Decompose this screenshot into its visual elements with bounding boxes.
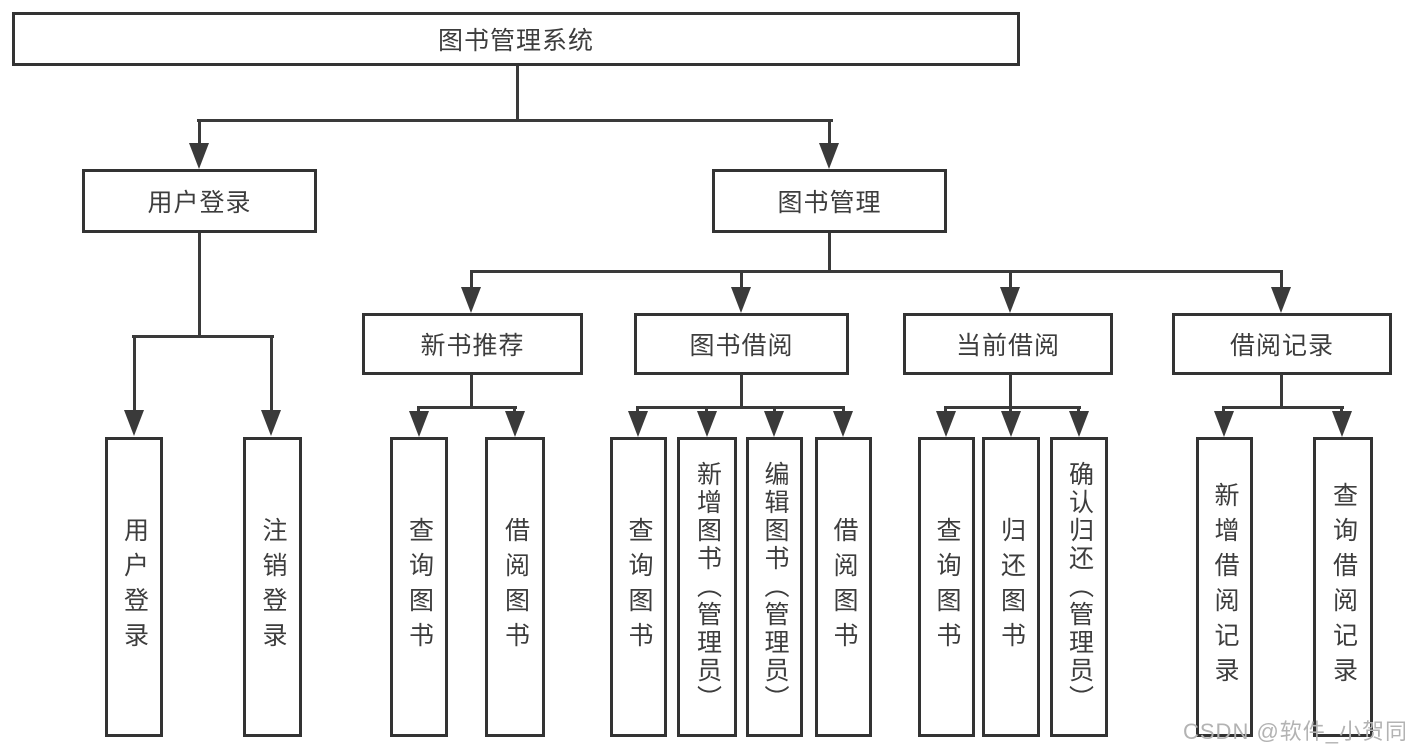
node-current-borrowing: 当前借阅 [903, 313, 1113, 375]
connector-line [1009, 406, 1012, 414]
arrow-down-icon [1332, 411, 1352, 437]
node-borrowing-records: 借阅记录 [1172, 313, 1392, 375]
leaf-label: 用户登录 [120, 517, 149, 657]
leaf-label: 新增图书（管理员） [693, 461, 722, 713]
leaf-edit-books-admin: 编辑图书（管理员） [746, 437, 803, 737]
leaf-label: 查询图书 [625, 517, 653, 657]
arrow-down-icon [936, 411, 956, 437]
connector-line [1222, 406, 1344, 409]
watermark: CSDN @软件_小贺同学 [1183, 719, 1405, 744]
leaf-label: 查询借阅记录 [1329, 482, 1358, 692]
connector-line [1280, 270, 1283, 290]
connector-line [705, 406, 708, 414]
arrow-down-icon [1214, 411, 1234, 437]
arrow-down-icon [1069, 411, 1089, 437]
connector-line [417, 406, 420, 414]
arrow-down-icon [409, 411, 429, 437]
node-library-management-system: 图书管理系统 [12, 12, 1020, 66]
leaf-label: 新增借阅记录 [1211, 482, 1239, 692]
leaf-label: 归还图书 [997, 517, 1026, 657]
connector-line [1222, 406, 1225, 414]
leaf-confirm-return-admin: 确认归还（管理员） [1050, 437, 1108, 737]
connector-line [944, 406, 947, 414]
leaf-label: 注销登录 [259, 517, 287, 657]
connector-line [198, 119, 201, 146]
connector-line [828, 233, 831, 273]
arrow-down-icon [1271, 287, 1291, 313]
leaf-label: 查询图书 [405, 517, 434, 657]
leaf-label: 借阅图书 [830, 517, 858, 657]
leaf-add-borrowing-record: 新增借阅记录 [1196, 437, 1253, 737]
connector-line [842, 406, 845, 414]
node-user-login: 用户登录 [82, 169, 317, 233]
connector-line [828, 119, 831, 146]
node-book-borrowing: 图书借阅 [634, 313, 849, 375]
leaf-return-books: 归还图书 [982, 437, 1040, 737]
leaf-borrow-books-2: 借阅图书 [815, 437, 872, 737]
connector-line [417, 406, 517, 409]
arrow-down-icon [764, 411, 784, 437]
connector-line [133, 335, 136, 413]
connector-line [1009, 374, 1012, 409]
arrow-down-icon [124, 410, 144, 436]
leaf-query-books-3: 查询图书 [918, 437, 975, 737]
connector-line [516, 66, 519, 120]
leaf-add-books-admin: 新增图书（管理员） [677, 437, 737, 737]
connector-line [1077, 406, 1080, 414]
connector-line [636, 406, 639, 414]
connector-line [197, 119, 833, 122]
arrow-down-icon [697, 411, 717, 437]
connector-line [1009, 270, 1012, 290]
connector-line [470, 270, 1283, 273]
arrow-down-icon [628, 411, 648, 437]
leaf-label: 编辑图书（管理员） [761, 461, 789, 713]
arrow-down-icon [833, 411, 853, 437]
leaf-label: 查询图书 [933, 517, 961, 657]
arrow-down-icon [1001, 411, 1021, 437]
arrow-down-icon [505, 411, 525, 437]
connector-line [773, 406, 776, 414]
connector-line [740, 270, 743, 290]
connector-line [470, 270, 473, 290]
node-new-book-recommendation: 新书推荐 [362, 313, 583, 375]
arrow-down-icon [1000, 287, 1020, 313]
arrow-down-icon [261, 410, 281, 436]
leaf-user-login: 用户登录 [105, 437, 163, 737]
connector-line [740, 374, 743, 409]
leaf-label: 确认归还（管理员） [1065, 461, 1094, 713]
arrow-down-icon [731, 287, 751, 313]
leaf-borrow-books-1: 借阅图书 [485, 437, 545, 737]
connector-line [636, 406, 845, 409]
leaf-label: 借阅图书 [501, 517, 530, 657]
connector-line [944, 406, 1081, 409]
arrow-down-icon [461, 287, 481, 313]
connector-line [132, 335, 274, 338]
leaf-query-books-1: 查询图书 [390, 437, 448, 737]
leaf-query-borrowing-record: 查询借阅记录 [1313, 437, 1373, 737]
leaf-query-books-2: 查询图书 [610, 437, 667, 737]
connector-line [270, 335, 273, 413]
connector-line [513, 406, 516, 414]
leaf-logout: 注销登录 [243, 437, 302, 737]
node-book-management: 图书管理 [712, 169, 947, 233]
connector-line [1280, 374, 1283, 409]
arrow-down-icon [189, 143, 209, 169]
connector-line [470, 374, 473, 409]
connector-line [1340, 406, 1343, 414]
arrow-down-icon [819, 143, 839, 169]
connector-line [198, 233, 201, 337]
